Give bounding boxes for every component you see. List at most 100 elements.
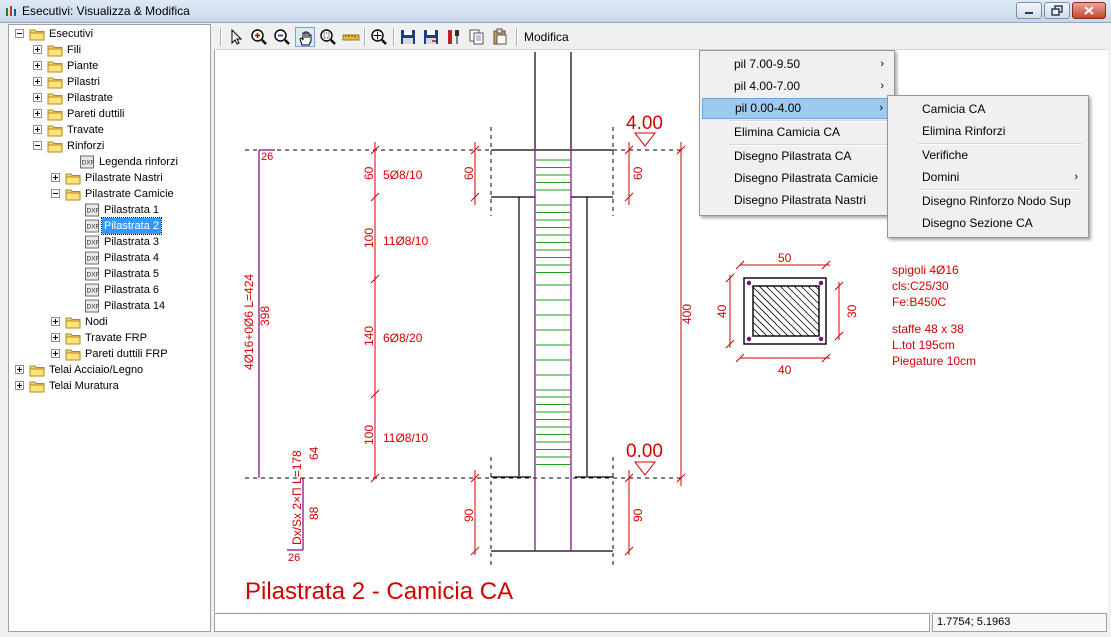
folder-icon (47, 141, 63, 153)
menu-separator (730, 120, 888, 122)
menu-item-label: Domini (922, 170, 960, 184)
menu-item[interactable]: Elimina Camicia CA (702, 122, 890, 143)
menu-item[interactable]: Disegno Pilastrata CA (702, 146, 890, 167)
close-button[interactable] (1072, 2, 1106, 19)
tree-item[interactable]: Esecutivi (9, 26, 209, 42)
menu-item-label: pil 0.00-4.00 (735, 101, 802, 115)
expand-icon[interactable] (33, 61, 42, 70)
menu-item[interactable]: Camicia CA (890, 99, 1084, 120)
level-top-marker (633, 132, 657, 147)
save-as-button[interactable] (421, 27, 441, 47)
menu-item[interactable]: Disegno Rinforzo Nodo Sup (890, 191, 1084, 212)
menu-item[interactable]: Disegno Pilastrata Nastri (702, 190, 890, 211)
tree-item[interactable]: Rinforzi (9, 138, 209, 154)
zoom-window-button[interactable] (318, 27, 338, 47)
dim-seg-4: 100 (362, 425, 376, 445)
menu-item[interactable]: pil 7.00-9.50› (702, 54, 890, 75)
menu-item[interactable]: Elimina Rinforzi (890, 121, 1084, 142)
collapse-icon[interactable] (33, 141, 42, 150)
minimize-button[interactable] (1016, 2, 1042, 19)
menu-item-label: Disegno Sezione CA (922, 216, 1033, 230)
expand-icon[interactable] (15, 381, 24, 390)
svg-text:DXF: DXF (87, 208, 100, 215)
dxf-file-icon: DXF (85, 299, 100, 313)
app-icon (6, 6, 16, 16)
expand-icon[interactable] (33, 45, 42, 54)
expand-icon[interactable] (33, 125, 42, 134)
tree-item[interactable]: Travate (9, 122, 209, 138)
tree-item[interactable]: Nodi (9, 314, 209, 330)
menu-item-label: Disegno Pilastrata Nastri (734, 193, 867, 207)
toolbar: Modifica (214, 24, 1107, 50)
bar-top-hook: 26 (261, 151, 273, 163)
expand-icon[interactable] (51, 333, 60, 342)
expand-icon[interactable] (33, 93, 42, 102)
note-4: staffe 48 x 38 (892, 322, 964, 336)
pointer-button[interactable] (226, 27, 246, 47)
tree-item-label: Fili (67, 44, 82, 56)
tree-item[interactable]: Pareti duttili FRP (9, 346, 209, 362)
expand-icon[interactable] (33, 77, 42, 86)
tree-item[interactable]: Piante (9, 58, 209, 74)
menu-item[interactable]: Disegno Sezione CA (890, 213, 1084, 234)
tree-item[interactable]: Pilastri (9, 74, 209, 90)
tree-item-label: Pilastrata 2 (100, 217, 163, 235)
column-outline (491, 52, 613, 552)
menu-item[interactable]: Disegno Pilastrata Camicie (702, 168, 890, 189)
expand-icon[interactable] (15, 365, 24, 374)
copy-button[interactable] (467, 27, 487, 47)
menu-item[interactable]: pil 4.00-7.00› (702, 76, 890, 97)
minimize-icon (1025, 12, 1033, 14)
zoom-in-button[interactable] (249, 27, 269, 47)
maximize-button[interactable] (1044, 2, 1070, 19)
level-bottom-marker (633, 461, 657, 476)
zoom-extents-icon (371, 29, 387, 45)
paste-button[interactable] (490, 27, 510, 47)
save-button[interactable] (398, 27, 418, 47)
menu-item-label: Elimina Rinforzi (922, 124, 1006, 138)
expand-icon[interactable] (33, 109, 42, 118)
tree-item[interactable]: Fili (9, 42, 209, 58)
menu-item[interactable]: pil 0.00-4.00› (702, 98, 890, 119)
long-bar (258, 149, 304, 551)
tree-item-label: Legenda rinforzi (99, 156, 178, 168)
note-6: Piegature 10cm (892, 354, 976, 368)
menu-item-label: pil 7.00-9.50 (734, 57, 801, 71)
bar-bottom-hook: 26 (288, 552, 300, 564)
zoom-window-icon (320, 29, 336, 45)
zoom-extents-button[interactable] (369, 27, 389, 47)
tree-item[interactable]: Pilastrate Nastri (9, 170, 209, 186)
collapse-icon[interactable] (51, 189, 60, 198)
tree-item[interactable]: Travate FRP (9, 330, 209, 346)
tree-item-label: Pilastrata 6 (104, 284, 160, 296)
menu-item[interactable]: Domini› (890, 167, 1084, 188)
zoom-out-button[interactable] (272, 27, 292, 47)
tools-button[interactable] (444, 27, 464, 47)
tree-item[interactable]: Pilastrate (9, 90, 209, 106)
tree-item[interactable]: Pareti duttili (9, 106, 209, 122)
menu-item-label: Disegno Rinforzo Nodo Sup (922, 194, 1071, 208)
level-bottom-label: 0.00 (626, 441, 663, 462)
expand-icon[interactable] (51, 349, 60, 358)
tree-item-label: Pareti duttili FRP (85, 348, 168, 360)
pan-button[interactable] (295, 27, 315, 47)
collapse-icon[interactable] (15, 29, 24, 38)
measure-button[interactable] (341, 27, 361, 47)
expand-icon[interactable] (51, 173, 60, 182)
expand-icon[interactable] (51, 317, 60, 326)
tree-item[interactable]: Telai Muratura (9, 378, 209, 394)
tree-item[interactable]: Pilastrate Camicie (9, 186, 209, 202)
lap-lower: 88 (307, 506, 321, 520)
tree-item[interactable]: Telai Acciaio/Legno (9, 362, 209, 378)
menu-item[interactable]: Verifiche (890, 145, 1084, 166)
